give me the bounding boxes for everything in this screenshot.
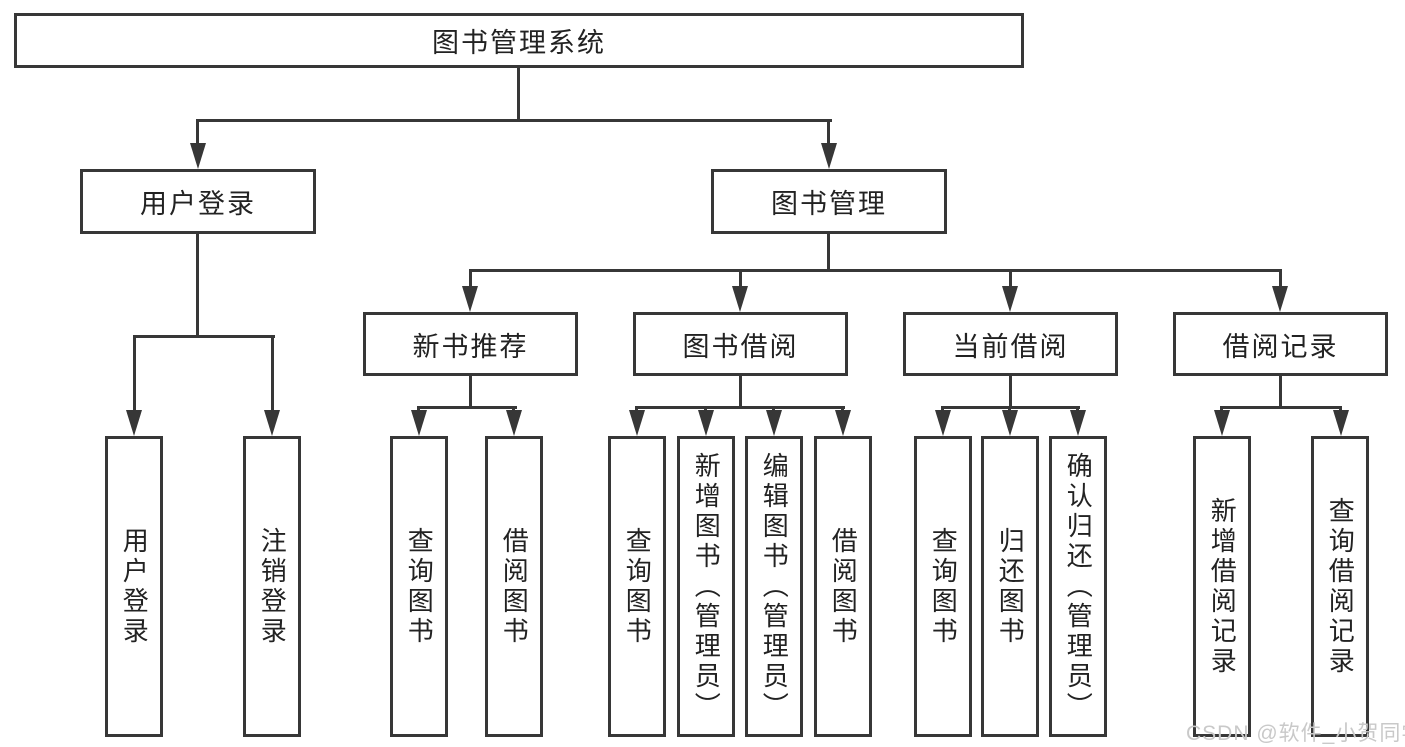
arrowhead-down — [1333, 410, 1349, 436]
arrowhead-down — [629, 410, 645, 436]
connector-line — [417, 406, 517, 409]
connector-line — [827, 119, 830, 147]
connector-line — [1279, 269, 1282, 291]
connector-line — [469, 269, 472, 291]
arrowhead-down — [821, 143, 837, 169]
leaf-records-add-borrow-record: 新增借阅记录 — [1193, 436, 1251, 737]
node-label: 图书借阅 — [682, 331, 799, 362]
connector-line — [196, 119, 199, 147]
arrowhead-down — [506, 410, 522, 436]
arrowhead-down — [190, 143, 206, 169]
node-label: 借阅记录 — [1222, 331, 1339, 362]
connector-line — [196, 119, 832, 122]
node-library-management-system: 图书管理系统 — [14, 13, 1024, 68]
arrowhead-down — [264, 410, 280, 436]
connector-line — [739, 375, 742, 409]
arrowhead-down — [126, 410, 142, 436]
connector-line — [517, 67, 520, 122]
node-current-borrowing: 当前借阅 — [903, 312, 1118, 376]
arrowhead-down — [462, 286, 478, 312]
node-label: 确认归还（管理员） — [1063, 451, 1094, 722]
connector-line — [196, 233, 199, 338]
leaf-records-query-borrow-record: 查询借阅记录 — [1311, 436, 1369, 737]
node-borrowing-records: 借阅记录 — [1173, 312, 1388, 376]
node-label: 新增借阅记录 — [1207, 496, 1238, 677]
node-label: 编辑图书（管理员） — [759, 451, 790, 722]
node-label: 当前借阅 — [952, 331, 1069, 362]
leaf-newbook-borrow-books: 借阅图书 — [485, 436, 543, 737]
leaf-borrowing-query-books: 查询图书 — [608, 436, 666, 737]
arrowhead-down — [1002, 286, 1018, 312]
connector-line — [1009, 375, 1012, 409]
node-label: 用户登录 — [140, 189, 256, 219]
arrowhead-down — [1272, 286, 1288, 312]
connector-line — [469, 269, 1282, 272]
arrowhead-down — [766, 410, 782, 436]
node-label: 用户登录 — [119, 526, 150, 647]
arrowhead-down — [698, 410, 714, 436]
leaf-current-query-books: 查询图书 — [914, 436, 972, 737]
node-label: 图书管理 — [771, 189, 887, 219]
arrowhead-down — [835, 410, 851, 436]
connector-line — [133, 335, 275, 338]
leaf-newbook-query-books: 查询图书 — [390, 436, 448, 737]
node-label: 图书管理系统 — [432, 28, 606, 58]
node-label: 查询借阅记录 — [1325, 496, 1356, 677]
connector-line — [1279, 375, 1282, 409]
node-label: 借阅图书 — [499, 526, 530, 647]
arrowhead-down — [1070, 410, 1086, 436]
node-label: 新增图书（管理员） — [691, 451, 722, 722]
node-label: 查询图书 — [404, 526, 435, 647]
node-label: 新书推荐 — [412, 331, 529, 362]
leaf-borrowing-borrow-books: 借阅图书 — [814, 436, 872, 737]
connector-line — [133, 335, 136, 413]
connector-line — [635, 406, 845, 409]
node-label: 查询图书 — [622, 526, 653, 647]
node-label: 归还图书 — [995, 526, 1026, 647]
arrowhead-down — [1002, 410, 1018, 436]
leaf-user-login: 用户登录 — [105, 436, 163, 737]
connector-line — [739, 269, 742, 291]
arrowhead-down — [935, 410, 951, 436]
arrowhead-down — [411, 410, 427, 436]
connector-line — [271, 335, 274, 413]
node-label: 查询图书 — [928, 526, 959, 647]
node-label: 借阅图书 — [828, 526, 859, 647]
leaf-borrowing-add-books-admin: 新增图书（管理员） — [677, 436, 735, 737]
leaf-borrowing-edit-books-admin: 编辑图书（管理员） — [745, 436, 803, 737]
leaf-current-confirm-return-admin: 确认归还（管理员） — [1049, 436, 1107, 737]
leaf-current-return-books: 归还图书 — [981, 436, 1039, 737]
arrowhead-down — [732, 286, 748, 312]
node-user-login: 用户登录 — [80, 169, 316, 234]
connector-line — [1009, 269, 1012, 291]
connector-line — [827, 233, 830, 272]
leaf-logout: 注销登录 — [243, 436, 301, 737]
node-book-management: 图书管理 — [711, 169, 947, 234]
csdn-watermark: CSDN @软件_小贺同学 — [1186, 722, 1405, 745]
node-label: 注销登录 — [257, 526, 288, 647]
arrowhead-down — [1214, 410, 1230, 436]
node-book-borrowing: 图书借阅 — [633, 312, 848, 376]
node-new-book-recommendation: 新书推荐 — [363, 312, 578, 376]
connector-line — [1220, 406, 1342, 409]
connector-line — [469, 375, 472, 409]
